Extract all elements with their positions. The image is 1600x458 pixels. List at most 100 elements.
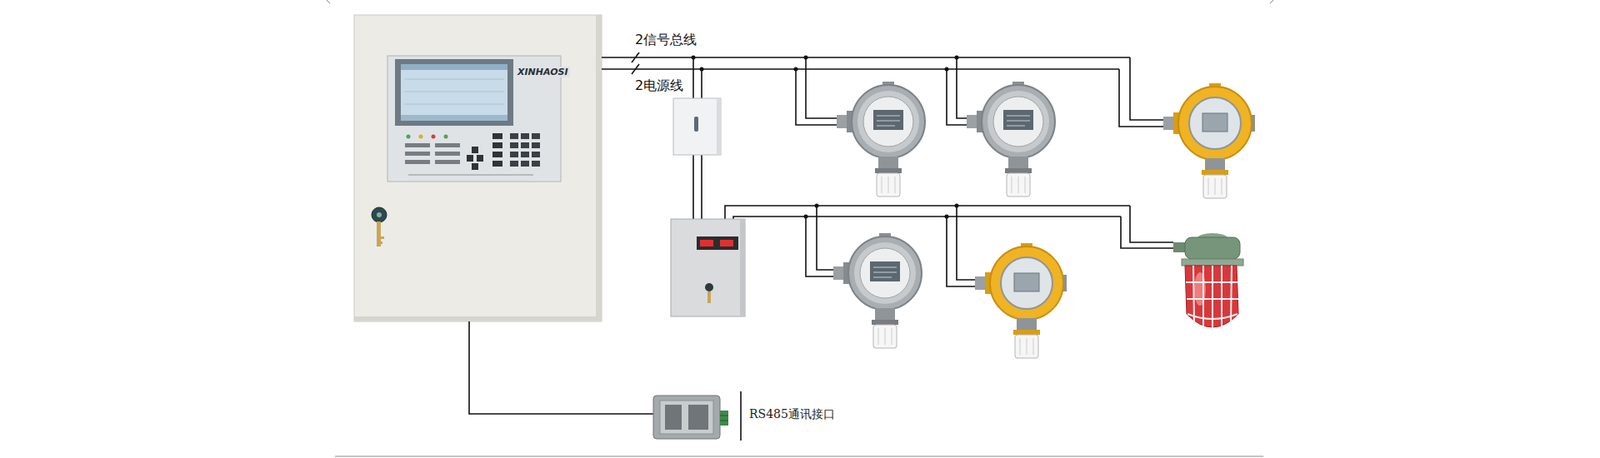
main-controller [400, 64, 508, 70]
main-controller [520, 151, 530, 158]
junction-dots [955, 204, 960, 209]
main-controller [520, 142, 530, 149]
main-controller [510, 160, 519, 167]
brand-label: XINHAOSI [515, 66, 570, 78]
bus-wires [956, 205, 975, 280]
main-controller [400, 64, 508, 121]
wire-label: 2电源线 [633, 77, 685, 94]
junction-dots [945, 67, 950, 72]
secondary-controller [707, 291, 711, 304]
main-controller [435, 143, 460, 148]
bus-wires [631, 64, 640, 75]
wire-label: 2信号总线 [633, 31, 699, 48]
main-controller [510, 151, 519, 158]
bus-wires [740, 391, 742, 441]
bus-wires [1130, 57, 1164, 120]
bus-wires [1120, 216, 1174, 249]
main-controller [492, 142, 503, 149]
port-label: RS485通讯接口 [747, 407, 837, 422]
junction-box [694, 116, 699, 132]
bus-wires [805, 57, 837, 119]
bus-wires [946, 216, 975, 287]
main-controller [405, 160, 430, 165]
junction-dots [700, 67, 705, 72]
secondary-controller [720, 240, 734, 247]
junction-dots [945, 215, 950, 220]
rs485-converter [720, 410, 729, 426]
main-controller [404, 91, 505, 93]
junction-box [673, 98, 721, 155]
corner-tick [326, 0, 330, 4]
junction-dots [691, 55, 696, 60]
main-controller [406, 135, 411, 140]
alarm-light [1173, 233, 1244, 331]
main-controller [595, 15, 602, 322]
bus-wires [795, 69, 837, 125]
rs485-converter [720, 420, 729, 422]
bus-wires [469, 321, 654, 415]
bus-wires [725, 205, 1130, 220]
bus-wires [805, 216, 834, 277]
main-controller [492, 151, 503, 158]
main-controller [531, 133, 540, 140]
bus-wires [469, 52, 1174, 441]
junction-dots [804, 215, 809, 220]
main-controller [371, 207, 387, 223]
main-controller [354, 15, 602, 322]
main-controller [531, 142, 540, 149]
main-controller [419, 135, 424, 140]
bus-wires [946, 69, 967, 125]
junction-box [716, 98, 721, 155]
rs485-converter [720, 415, 729, 417]
main-controller [354, 15, 602, 322]
bus-wires [956, 57, 967, 119]
main-controller [395, 59, 514, 126]
secondary-controller [740, 219, 745, 317]
main-controller [520, 160, 530, 167]
secondary-controller [700, 240, 714, 247]
bus-wires [700, 155, 703, 220]
main-controller [405, 143, 430, 148]
junction-dots [691, 55, 960, 220]
bus-wires [692, 57, 695, 99]
main-controller [404, 104, 505, 105]
bus-wires [733, 216, 1121, 220]
bus-wires [700, 69, 703, 99]
main-controller [471, 146, 479, 154]
main-controller [408, 175, 534, 176]
bus-wires [816, 205, 834, 270]
main-controller [476, 155, 484, 162]
main-controller [520, 133, 530, 140]
gas-detector [1163, 83, 1255, 199]
rs485-converter [665, 405, 682, 430]
bus-wires [601, 56, 1130, 59]
main-controller [431, 135, 436, 140]
rs485-converter [660, 400, 714, 435]
main-controller [471, 163, 479, 170]
main-controller [376, 236, 385, 240]
gas-detector [836, 81, 925, 197]
main-controller [405, 151, 430, 156]
main-controller [435, 160, 460, 165]
gas-detector [966, 81, 1055, 197]
main-controller [492, 133, 503, 140]
main-controller [404, 79, 505, 80]
secondary-controller [670, 219, 745, 317]
gas-detector [833, 233, 922, 349]
main-controller [531, 151, 540, 158]
gas-detector [975, 243, 1067, 359]
junction-dots [794, 67, 799, 72]
main-controller [531, 160, 540, 167]
junction-dots [955, 55, 960, 60]
main-controller [400, 115, 508, 121]
secondary-controller [705, 283, 714, 292]
bus-wires [1119, 69, 1164, 127]
secondary-controller [696, 236, 739, 250]
main-controller [354, 316, 602, 322]
rs485-converter [688, 405, 709, 430]
main-controller [466, 155, 474, 162]
main-controller [444, 135, 449, 140]
junction-box [673, 98, 721, 155]
bus-wires [601, 68, 1120, 70]
